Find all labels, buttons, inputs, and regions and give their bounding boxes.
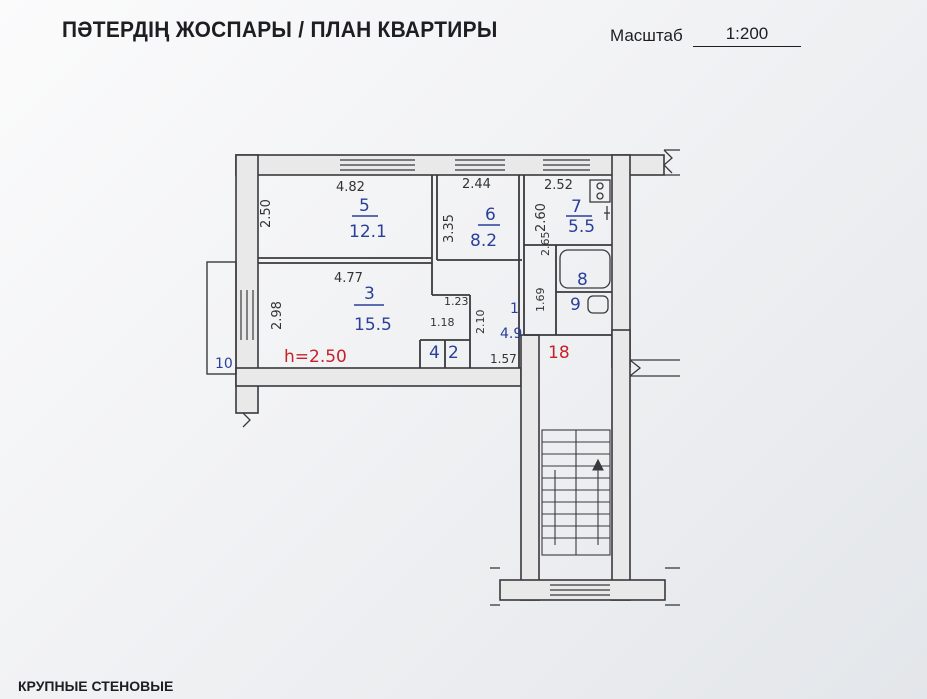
room2-number: 2 (448, 343, 459, 363)
room5-number: 5 (359, 196, 370, 216)
wall-top (235, 154, 665, 176)
room4-dim: 1.18 (430, 316, 455, 329)
windows (240, 159, 610, 596)
room6-height: 3.35 (442, 214, 457, 243)
bathtub-icon (559, 249, 611, 289)
room3-width: 4.77 (334, 271, 363, 286)
dimension-labels: 4.82 2.50 2.44 3.35 2.52 2.60 2.65 4.77 … (259, 177, 573, 366)
partitions (258, 175, 612, 368)
room5-width: 4.82 (336, 180, 365, 195)
stairs (541, 429, 611, 556)
room10-number: 10 (215, 356, 233, 372)
room8-dim: 1.69 (534, 288, 547, 313)
room7-number: 7 (571, 197, 582, 217)
room4-number: 4 (429, 343, 440, 363)
room3-area: 15.5 (354, 315, 392, 335)
scale-label: Масштаб (610, 26, 683, 45)
room-numbers: 5 12.1 6 8.2 7 5.5 3 15.5 1 4.9 8 9 4 2 … (215, 196, 595, 372)
balcony-outline (206, 261, 237, 375)
room3-number: 3 (364, 284, 375, 304)
room6-number: 6 (485, 205, 496, 225)
break-marks (242, 149, 680, 606)
page-title: ПӘТЕРДІҢ ЖОСПАРЫ / ПЛАН КВАРТИРЫ (62, 17, 498, 42)
stair-arrow-icon (592, 458, 604, 471)
room9-dim: 2.65 (539, 232, 552, 257)
stove-icon (589, 179, 611, 203)
room7-height: 2.60 (534, 203, 549, 232)
room1-dim-top: 1.23 (444, 295, 469, 308)
room7-width: 2.52 (544, 178, 573, 193)
fixtures (559, 179, 611, 314)
room5-area: 12.1 (349, 222, 387, 242)
room5-height: 2.50 (259, 199, 274, 228)
toilet-icon (587, 295, 609, 314)
room1-number: 1 (510, 301, 519, 317)
room6-width: 2.44 (462, 177, 491, 192)
room9-number: 9 (570, 295, 581, 315)
room1-dim-side: 2.10 (474, 310, 487, 335)
ceiling-height: h=2.50 (284, 347, 347, 367)
room1-area: 4.9 (500, 326, 522, 342)
wall-stair-right (611, 329, 631, 601)
wall-stair-left (520, 334, 540, 601)
room7-area: 5.5 (568, 217, 595, 237)
red-annotations: h=2.50 18 (284, 343, 570, 367)
room6-area: 8.2 (470, 231, 497, 251)
scale-value: 1:200 (693, 24, 801, 47)
room1-dim-bottom: 1.57 (490, 352, 517, 366)
footer-text: КРУПНЫЕ СТЕНОВЫЕ (18, 678, 174, 694)
wall-bottom (235, 367, 522, 387)
stair18-number: 18 (548, 343, 570, 363)
room3-height: 2.98 (270, 301, 285, 330)
room8-number: 8 (577, 270, 588, 290)
